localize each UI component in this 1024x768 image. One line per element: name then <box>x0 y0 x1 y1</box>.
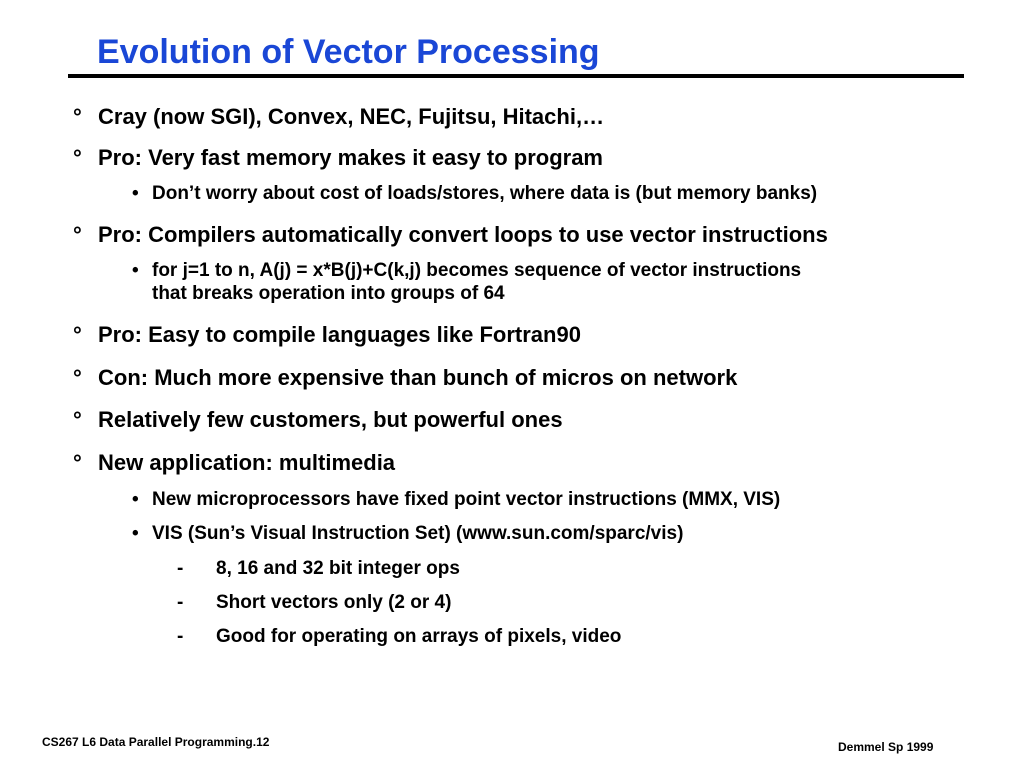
item-marker: - <box>177 626 184 647</box>
bullet-item: Pro: Very fast memory makes it easy to p… <box>98 145 603 170</box>
sub-sub-bullet-item: Good for operating on arrays of pixels, … <box>216 626 622 647</box>
bullet-item: Con: Much more expensive than bunch of m… <box>98 365 738 390</box>
bullet-item: New application: multimedia <box>98 450 396 475</box>
sub-bullet-item: New microprocessors have fixed point vec… <box>152 489 781 510</box>
sub-bullet-item: VIS (Sun’s Visual Instruction Set) (www.… <box>152 523 684 544</box>
sub-sub-bullet-item: 8, 16 and 32 bit integer ops <box>216 558 460 579</box>
footer-author-label: Demmel Sp 1999 <box>838 740 934 754</box>
footer-course-label: CS267 L6 Data Parallel Programming.12 <box>42 735 270 749</box>
bullet-item: Pro: Compilers automatically convert loo… <box>98 222 828 247</box>
item-marker: ° <box>73 450 82 475</box>
item-marker: ° <box>73 145 82 170</box>
sub-bullet-continuation: that breaks operation into groups of 64 <box>152 283 505 304</box>
item-marker: ° <box>73 222 82 247</box>
item-marker: • <box>132 489 139 510</box>
item-marker: ° <box>73 365 82 390</box>
sub-bullet-item: for j=1 to n, A(j) = x*B(j)+C(k,j) becom… <box>152 260 802 281</box>
sub-sub-bullet-item: Short vectors only (2 or 4) <box>216 592 452 613</box>
item-marker: - <box>177 558 184 579</box>
bullet-item: Cray (now SGI), Convex, NEC, Fujitsu, Hi… <box>98 104 605 129</box>
item-marker: - <box>177 592 184 613</box>
sub-bullet-item: Don’t worry about cost of loads/stores, … <box>152 183 818 204</box>
bullet-item: Relatively few customers, but powerful o… <box>98 407 563 432</box>
item-marker: • <box>132 523 139 544</box>
slide-title: Evolution of Vector Processing <box>97 33 600 71</box>
title-rule <box>68 74 964 78</box>
item-marker: ° <box>73 407 82 432</box>
item-marker: ° <box>73 104 82 129</box>
bullet-item: Pro: Easy to compile languages like Fort… <box>98 322 581 347</box>
item-marker: • <box>132 183 139 204</box>
item-marker: ° <box>73 322 82 347</box>
item-marker: • <box>132 260 139 281</box>
